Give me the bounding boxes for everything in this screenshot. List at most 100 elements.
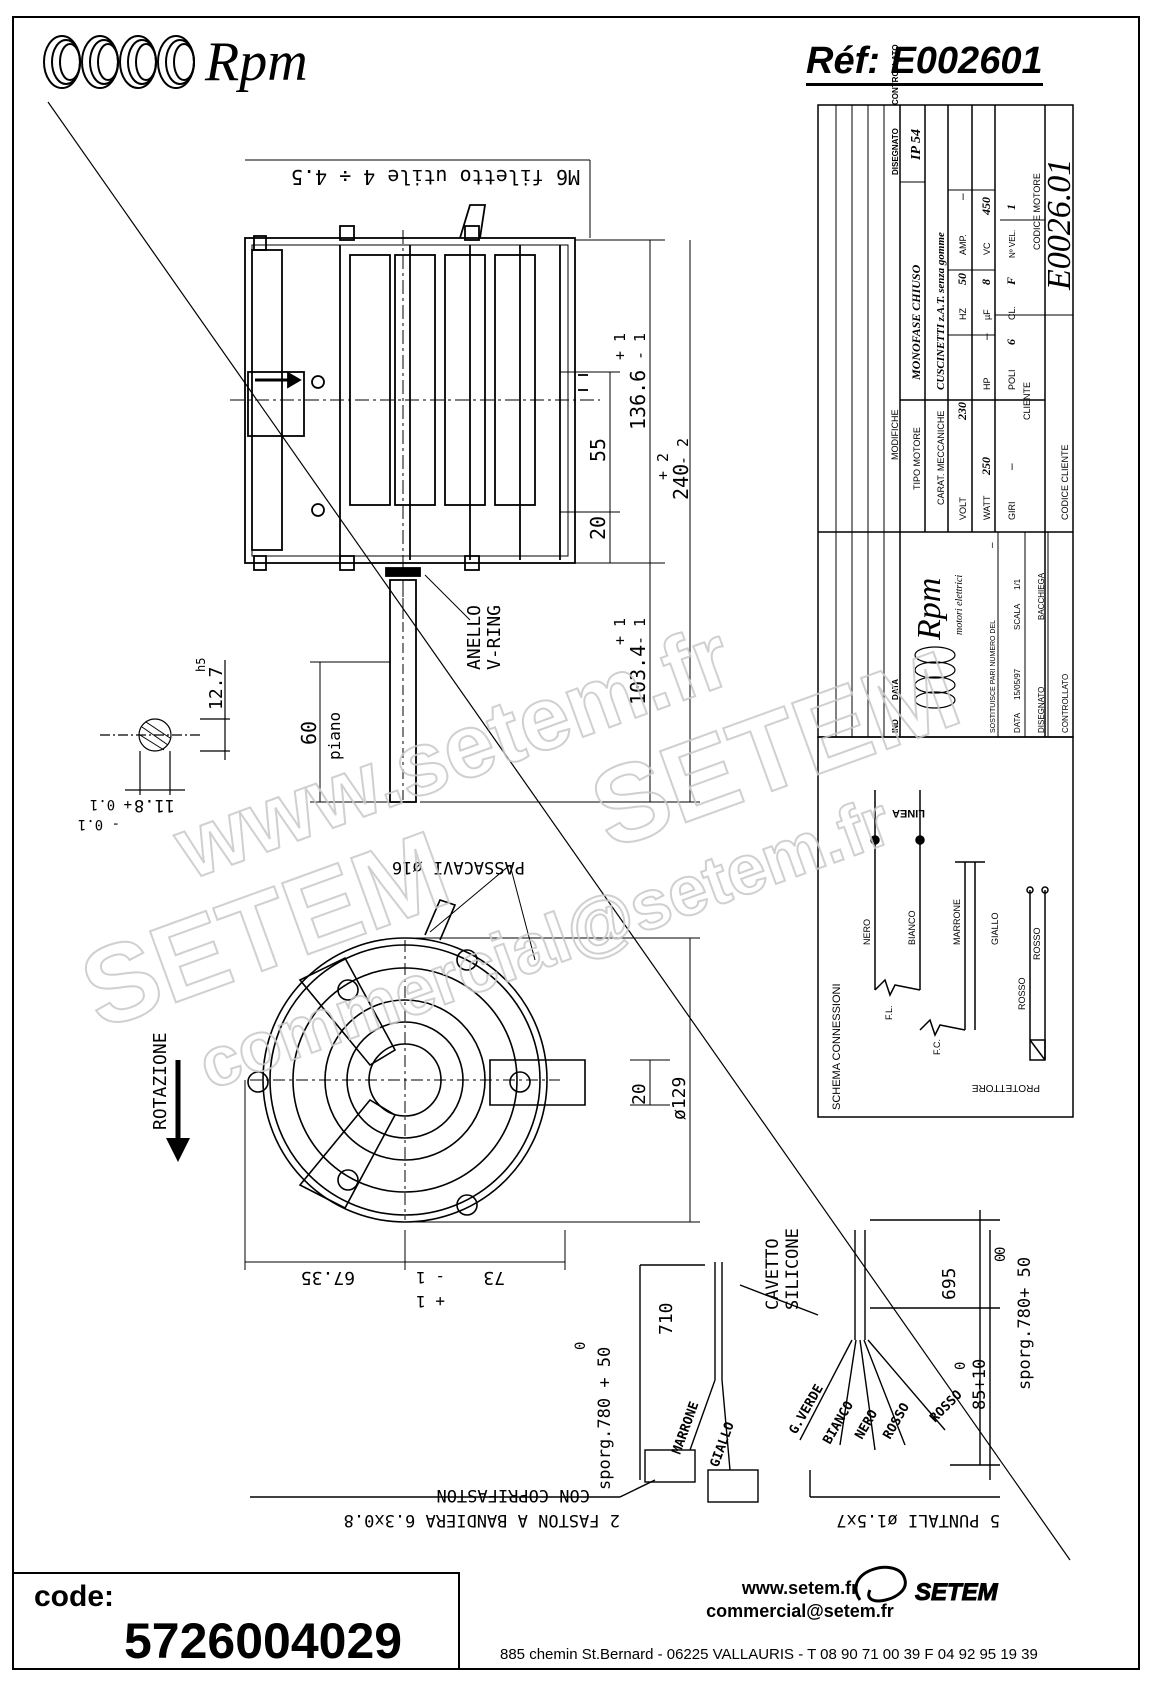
wire-rosso-2: ROSSO: [927, 1387, 965, 1425]
faston-label: 2 FASTON A BANDIERA 6.3x0.8: [344, 1510, 620, 1530]
footer: www.setem.fr commercial@setem.fr 885 che…: [470, 1578, 1130, 1663]
footer-email-link[interactable]: commercial@setem.fr: [706, 1601, 894, 1621]
tb-ip: IP 54: [909, 129, 924, 161]
tb-giri-label: GIRI: [1007, 501, 1017, 520]
drawing-labels: M6 filetto utile 4 ÷ 4.5 136.6 + 1 - 1 5…: [78, 44, 1078, 1530]
cavetto-label: CAVETTO: [763, 1238, 783, 1310]
tb-watt-label: WATT: [982, 495, 992, 520]
dim-67-35: 67.35: [301, 1267, 355, 1288]
tb-volt-label: VOLT: [958, 497, 968, 520]
dim-103: 103.4: [626, 645, 650, 705]
rpm-small-logo-icon: [914, 646, 956, 709]
sporg-right-tol: 0: [993, 1254, 1009, 1262]
dim-73-tol-plus: + 1: [416, 1292, 445, 1311]
schema-linea: LINEA: [892, 807, 925, 819]
sporg-left-tol: 0: [573, 1342, 589, 1350]
tb-giri: –: [1004, 463, 1018, 470]
tb-cl: F: [1004, 277, 1018, 286]
sporg-left: sporg.780 + 50: [595, 1347, 615, 1490]
shaft-section: [100, 660, 230, 795]
front-view-dimensions: [244, 864, 700, 1270]
drawing-frame: [12, 16, 1140, 1670]
tb-poli: 6: [1004, 339, 1018, 345]
dim-12-7: 12.7: [206, 667, 227, 710]
dim-20-front: 20: [629, 1083, 650, 1105]
len-695: 695: [939, 1267, 960, 1300]
schema-giallo: GIALLO: [990, 912, 1000, 945]
schema-box: [817, 736, 1074, 1118]
tb-nvel-label: Nº VEL.: [1008, 230, 1017, 258]
dim-136-tol-minus: - 1: [631, 333, 649, 360]
tb-carat-label: CARAT. MECCANICHE: [936, 411, 946, 505]
dim-11-8-tol-minus: - 0.1: [78, 816, 120, 832]
motor-side-view: [230, 159, 600, 803]
tb-rpm-sub: motori elettrici: [954, 575, 965, 635]
len-85: 85+10: [970, 1359, 990, 1410]
len-85-tol: 0: [953, 1362, 969, 1370]
tb-scala: 1/1: [1013, 578, 1022, 590]
passacavi-label: PASSACAVI ø16: [392, 857, 525, 877]
diagonal-line: [47, 101, 1071, 1561]
title-block: [817, 104, 1074, 738]
tb-ind: IND: [891, 719, 900, 733]
tb-tipo-label: TIPO MOTORE: [912, 427, 922, 490]
dim-103-tol-minus: - 1: [631, 618, 649, 645]
tb-watt: 250: [979, 457, 993, 476]
tb-disegnato: DISEGNATO: [891, 128, 900, 175]
schema-rosso-b: ROSSO: [1017, 977, 1027, 1010]
tb-codice-motore-label: CODICE MOTORE: [1032, 173, 1042, 250]
code-box: code: 5726004029: [12, 1572, 460, 1670]
schema-rosso-a: ROSSO: [1032, 927, 1042, 960]
tb-data2: 15/05/97: [1013, 668, 1022, 700]
tb-controllato2: CONTROLLATO: [1061, 674, 1070, 733]
dim-136-tol-plus: + 1: [611, 333, 629, 360]
tb-amp-label: AMP.: [958, 234, 968, 255]
brand-name: Rpm: [205, 31, 308, 93]
tb-data2-label: DATA: [1013, 712, 1022, 733]
vring-label: ANELLO: [464, 605, 485, 670]
tb-tipo: MONOFASE CHIUSO: [909, 264, 923, 381]
rotation-arrow-icon: [166, 1060, 190, 1162]
puntali-label: 5 PUNTALI ø1.5x7: [836, 1510, 1000, 1530]
dim-60: 60: [297, 721, 321, 745]
faston-note: CON COPRIFASTON: [436, 1485, 590, 1505]
silicone-label: SILICONE: [783, 1228, 803, 1310]
dim-240: 240: [669, 464, 693, 500]
wire-rosso-1: ROSSO: [880, 1400, 913, 1442]
tb-carat: CUSCINETTI z.A.T. senza gomme: [935, 232, 947, 390]
dim-20-side: 20: [586, 516, 610, 540]
tb-hz-label: HZ: [958, 308, 968, 320]
vring-label-2: V-RING: [484, 605, 505, 670]
tb-uf-label: µF: [982, 309, 992, 320]
tb-nvel: 1: [1004, 204, 1018, 210]
tb-vc-label: VC: [982, 242, 992, 255]
tb-vc: 450: [979, 197, 993, 216]
schema-fl: F.L.: [884, 1005, 894, 1020]
rotation-label: ROTAZIONE: [150, 1032, 171, 1130]
sporg-right: sporg.780+ 50: [1015, 1257, 1035, 1390]
dim-73: 73: [483, 1267, 505, 1288]
thread-note: M6 filetto utile 4 ÷ 4.5: [291, 165, 580, 189]
dim-240-tol-plus: + 2: [654, 453, 672, 480]
dim-11-8-tol-plus: + 0.1: [90, 796, 132, 812]
watermark: www.setem.fr SETEM SETEM commercial@sete…: [65, 605, 975, 1105]
dim-11-8: 11.8: [134, 795, 175, 815]
dim-piano: piano: [325, 712, 344, 760]
tb-codice-motore: E0026.01: [1041, 159, 1078, 291]
len-710: 710: [656, 1302, 677, 1335]
footer-website-link[interactable]: www.setem.fr: [741, 1578, 859, 1598]
wire-bianco: BIANCO: [820, 1399, 857, 1447]
tb-disegnato-val: BACCHIEGA: [1037, 572, 1046, 620]
code-value: 5726004029: [124, 1613, 403, 1669]
setem-logo-icon: SETEM: [854, 1565, 999, 1607]
dim-103-tol-plus: + 1: [611, 618, 629, 645]
len-695-tol: 0: [993, 1247, 1009, 1255]
tb-poli-label: POLI: [1007, 369, 1017, 390]
cable-drawing: [250, 1210, 1000, 1503]
tb-hp-label: HP: [982, 377, 992, 390]
schema-protettore: PROTETTORE: [972, 1082, 1040, 1093]
dim-73-tol-minus: - 1: [416, 1268, 445, 1287]
rpm-logo-icon: [43, 35, 195, 89]
dim-55: 55: [586, 438, 610, 462]
